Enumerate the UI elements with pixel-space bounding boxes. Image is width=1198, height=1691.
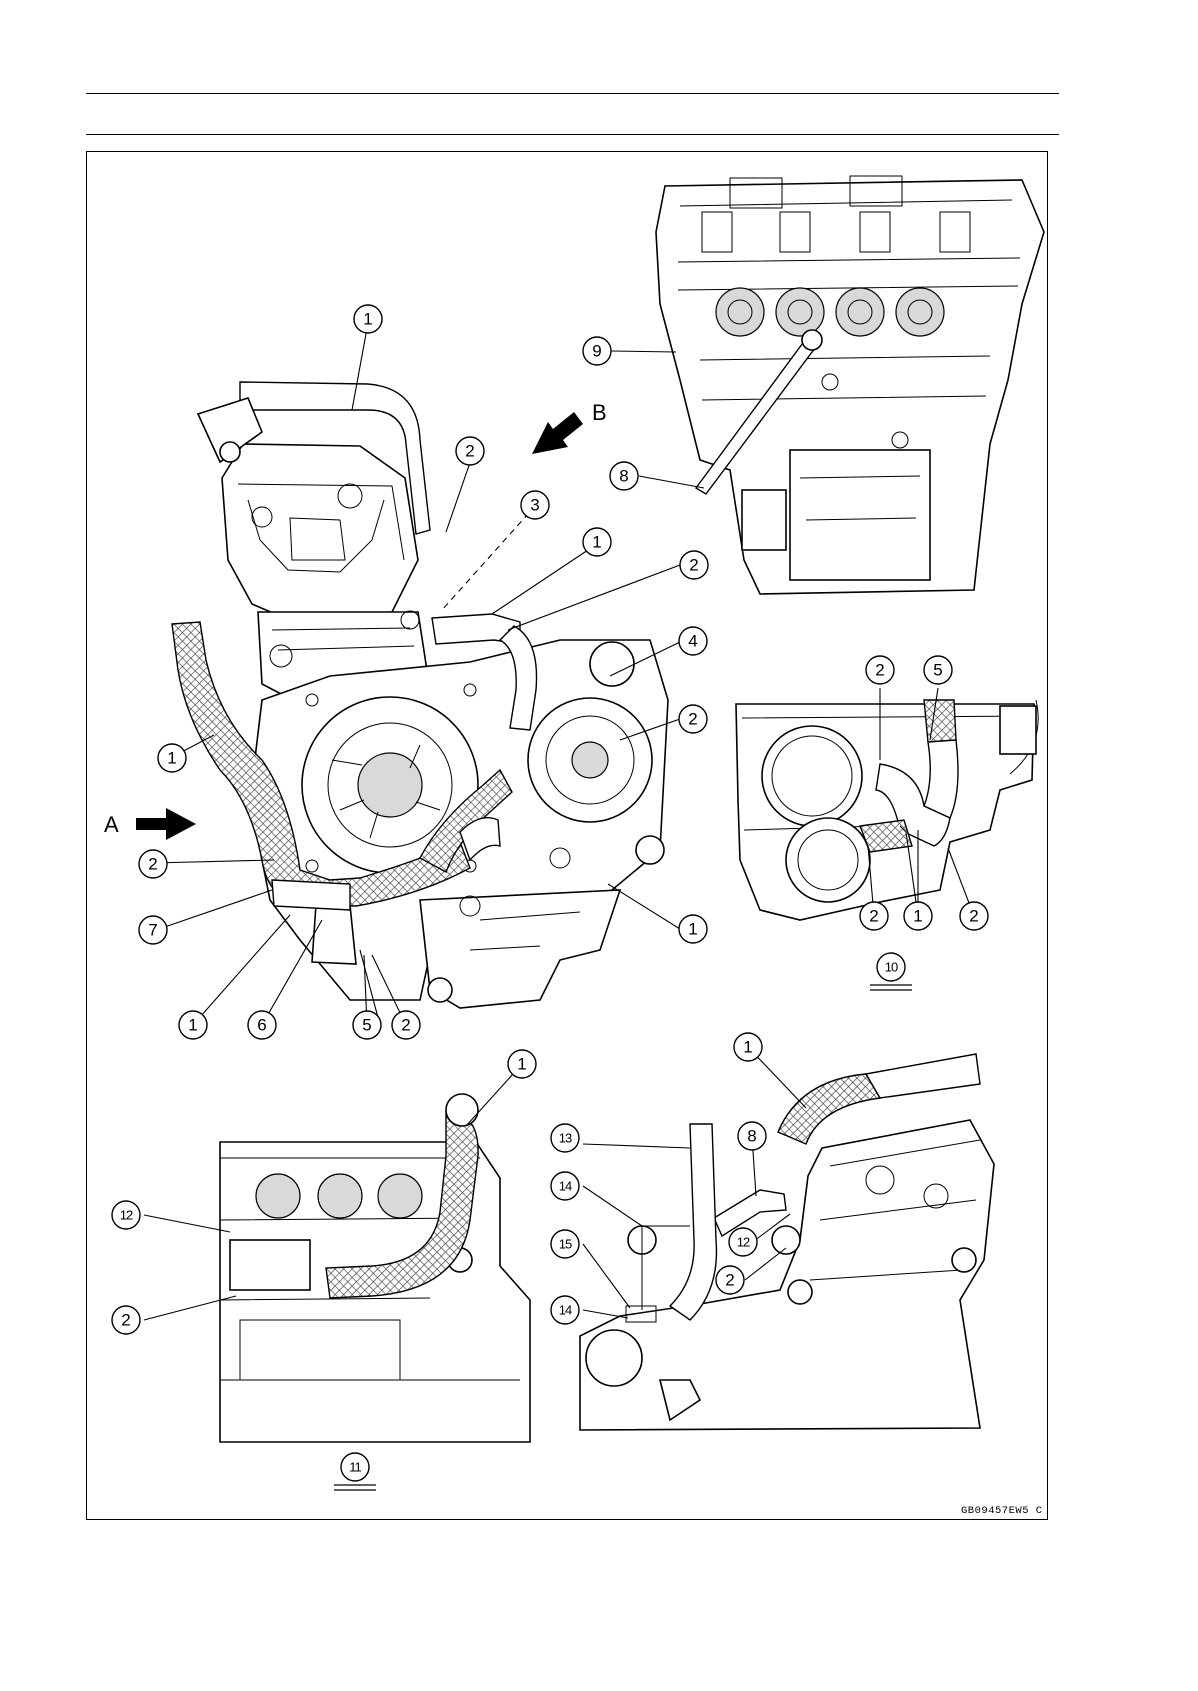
svg-text:2: 2 [401,1016,410,1035]
callout-12: 12 [729,1228,757,1256]
svg-text:2: 2 [121,1311,130,1330]
callout-8: 8 [610,462,638,490]
svg-text:9: 9 [592,342,601,361]
callout-14: 14 [551,1172,579,1200]
view-b-engine-drawing [656,176,1044,594]
view-b-letter: B [592,400,607,425]
callout-2: 2 [866,656,894,684]
svg-text:2: 2 [689,556,698,575]
svg-text:12: 12 [120,1208,133,1223]
svg-text:2: 2 [725,1271,734,1290]
callout-4: 4 [679,627,707,655]
callout-2: 2 [139,850,167,878]
callout-14: 14 [551,1296,579,1324]
callout-2: 2 [716,1266,744,1294]
callout-13: 13 [551,1124,579,1152]
figure-code: GB09457EW5 C [961,1505,1043,1517]
svg-text:1: 1 [688,920,697,939]
callout-1: 1 [904,902,932,930]
svg-text:6: 6 [257,1016,266,1035]
callout-1: 1 [508,1050,536,1078]
svg-text:1: 1 [592,533,601,552]
view-a-arrow [136,808,196,840]
svg-text:13: 13 [559,1131,572,1146]
svg-text:2: 2 [969,907,978,926]
svg-text:1: 1 [167,749,176,768]
svg-text:14: 14 [559,1303,572,1318]
svg-text:2: 2 [688,710,697,729]
view-b-arrow [532,412,583,454]
callout-1: 1 [583,528,611,556]
callout-3: 3 [521,491,549,519]
svg-text:5: 5 [362,1016,371,1035]
callout-2: 2 [680,551,708,579]
callout-7: 7 [139,916,167,944]
svg-text:2: 2 [465,442,474,461]
bottom-right-detail-drawing [580,1054,994,1430]
view-11-detail-drawing [220,1094,530,1442]
callout-1: 1 [679,915,707,943]
callout-12: 12 [112,1201,140,1229]
svg-text:1: 1 [517,1055,526,1074]
svg-text:8: 8 [619,467,628,486]
view-ref-10: 10 [870,953,912,990]
svg-text:1: 1 [913,907,922,926]
svg-text:11: 11 [349,1460,361,1475]
callout-8: 8 [738,1122,766,1150]
svg-text:8: 8 [747,1127,756,1146]
svg-text:14: 14 [559,1179,572,1194]
callout-6: 6 [248,1011,276,1039]
svg-text:10: 10 [885,960,898,975]
callout-2: 2 [392,1011,420,1039]
callout-5: 5 [353,1011,381,1039]
svg-text:12: 12 [737,1235,750,1250]
view-10-detail-drawing [736,700,1038,920]
callout-1: 1 [354,305,382,333]
callout-9: 9 [583,337,611,365]
svg-text:7: 7 [148,921,157,940]
svg-text:1: 1 [188,1016,197,1035]
svg-text:2: 2 [869,907,878,926]
svg-text:2: 2 [875,661,884,680]
callout-1: 1 [158,744,186,772]
callout-1: 1 [734,1033,762,1061]
svg-text:1: 1 [363,310,372,329]
svg-text:3: 3 [530,496,539,515]
svg-text:5: 5 [933,661,942,680]
callout-1: 1 [179,1011,207,1039]
view-a-letter: A [104,812,119,837]
svg-text:15: 15 [559,1237,572,1252]
svg-text:4: 4 [688,632,697,651]
callout-5: 5 [924,656,952,684]
callout-2: 2 [860,902,888,930]
callout-2: 2 [679,705,707,733]
callout-2: 2 [456,437,484,465]
svg-text:2: 2 [148,855,157,874]
callout-2: 2 [960,902,988,930]
svg-text:1: 1 [743,1038,752,1057]
callout-15: 15 [551,1230,579,1258]
view-ref-11: 11 [334,1453,376,1490]
callout-2: 2 [112,1306,140,1334]
